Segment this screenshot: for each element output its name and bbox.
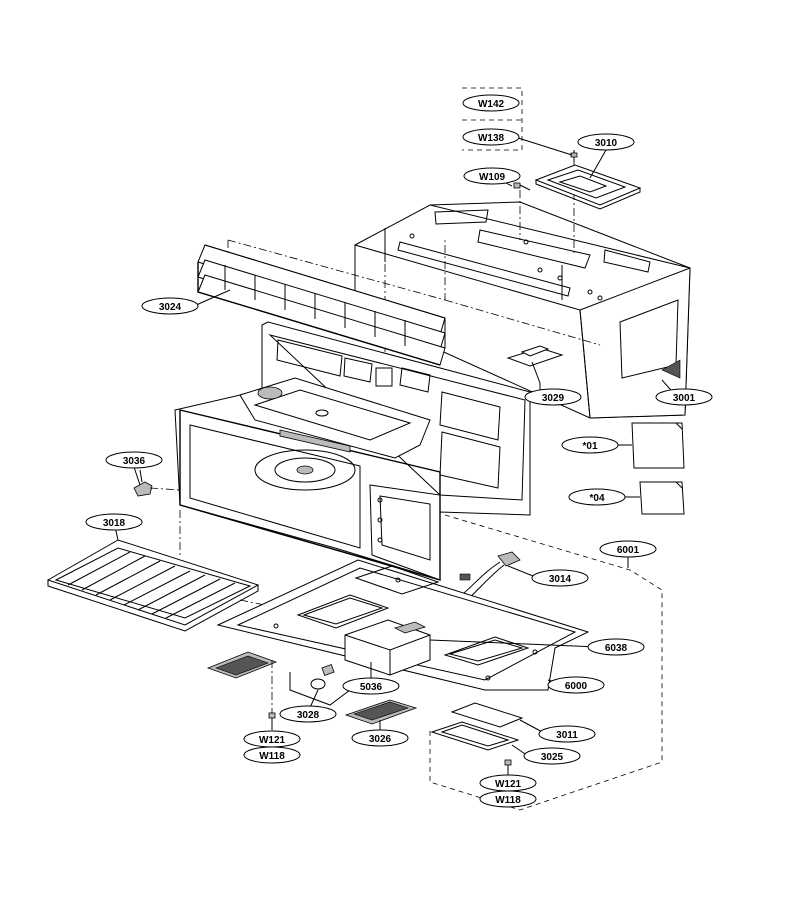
label-3010: 3010	[577, 133, 635, 151]
sheet-star01	[631, 422, 685, 469]
svg-text:6038: 6038	[605, 643, 628, 654]
label-6001: 6001	[599, 540, 657, 558]
label-3026: 3026	[351, 729, 409, 747]
label-w118-left: W118	[243, 746, 301, 764]
label-3014: 3014	[531, 569, 589, 587]
label-3011: 3011	[538, 725, 596, 743]
label-w142: W142	[462, 94, 520, 112]
svg-text:W121: W121	[495, 779, 522, 790]
label-3036: 3036	[105, 451, 163, 469]
svg-text:3014: 3014	[549, 574, 572, 585]
clip-3036	[133, 469, 153, 497]
label-6038: 6038	[587, 638, 645, 656]
svg-text:3018: 3018	[103, 518, 126, 529]
label-6000: 6000	[547, 676, 605, 694]
svg-text:3025: 3025	[541, 752, 564, 763]
rack-3018	[46, 539, 260, 632]
label-5036: 5036	[342, 677, 400, 695]
label-3029: 3029	[524, 388, 582, 406]
screw-w121-left	[268, 712, 276, 730]
label-3028: 3028	[279, 705, 337, 723]
svg-text:W142: W142	[478, 99, 505, 110]
label-3001: 3001	[655, 388, 713, 406]
svg-text:W121: W121	[259, 735, 286, 746]
svg-text:W118: W118	[259, 751, 285, 762]
svg-text:3029: 3029	[542, 393, 565, 404]
svg-text:*04: *04	[589, 493, 604, 504]
filter-left	[206, 651, 278, 679]
cover-3025	[430, 721, 520, 751]
label-w109: W109	[463, 167, 521, 185]
grille-3024	[197, 244, 446, 366]
sheet-star04	[639, 481, 685, 515]
label-star04: *04	[568, 488, 626, 506]
label-3025: 3025	[523, 747, 581, 765]
screw-w109	[513, 182, 531, 191]
svg-text:W118: W118	[495, 795, 521, 806]
cover-3011	[450, 702, 524, 728]
panel-3010	[534, 164, 642, 210]
svg-text:6001: 6001	[617, 545, 640, 556]
svg-text:3026: 3026	[369, 734, 392, 745]
label-w118-right: W118	[479, 790, 537, 808]
label-w121-right: W121	[479, 774, 537, 792]
box-6038	[344, 619, 431, 676]
svg-text:6000: 6000	[565, 681, 588, 692]
svg-text:3024: 3024	[159, 302, 182, 313]
label-3018: 3018	[85, 513, 143, 531]
label-star01: *01	[561, 436, 619, 454]
filter-3026	[344, 699, 418, 725]
svg-text:W138: W138	[478, 133, 505, 144]
label-w121-left: W121	[243, 730, 301, 748]
svg-text:3001: 3001	[673, 393, 696, 404]
svg-text:3010: 3010	[595, 138, 618, 149]
svg-text:3011: 3011	[556, 730, 578, 741]
svg-text:W109: W109	[479, 172, 506, 183]
outer-case-3001	[354, 201, 691, 419]
svg-text:3028: 3028	[297, 710, 320, 721]
cavity-chassis	[174, 321, 531, 581]
screw-w138	[570, 150, 578, 162]
svg-text:5036: 5036	[360, 682, 383, 693]
svg-text:*01: *01	[582, 441, 597, 452]
label-3024: 3024	[141, 297, 199, 315]
lamp-3028	[310, 664, 335, 690]
bracket-3029	[506, 345, 564, 384]
label-w138: W138	[462, 128, 520, 146]
screw-w121-right	[504, 759, 512, 775]
svg-text:3036: 3036	[123, 456, 146, 467]
